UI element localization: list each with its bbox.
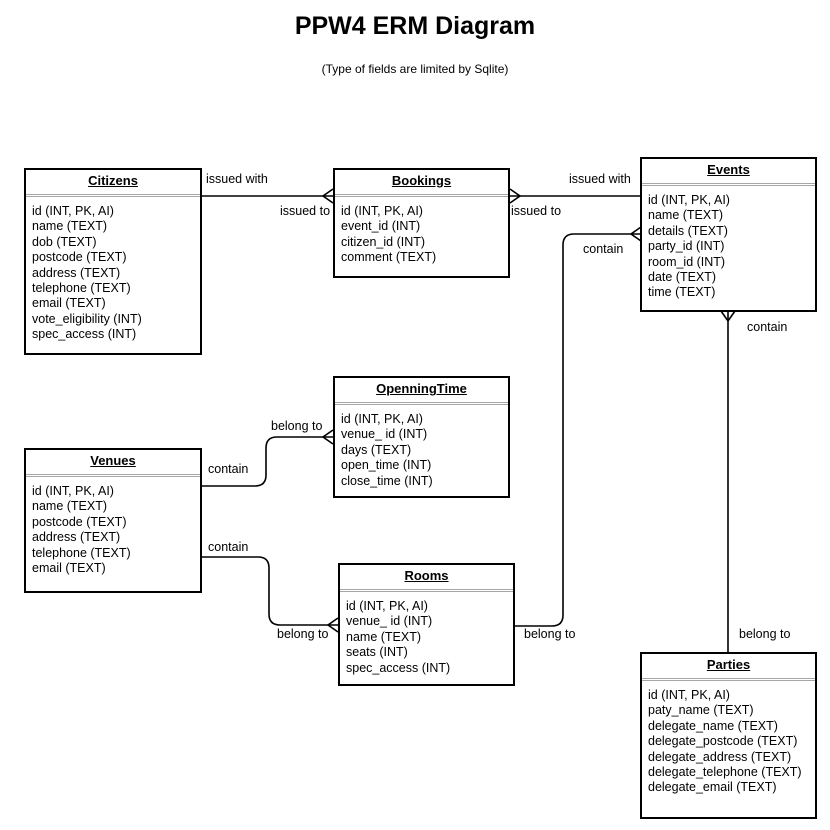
label-citizens-bookings-to: issued to: [280, 204, 331, 218]
entity-field: telephone (TEXT): [32, 281, 131, 296]
entity-field: days (TEXT): [341, 442, 412, 457]
entity-field: id (INT, PK, AI): [341, 204, 423, 218]
entity-events-fields: id (INT, PK, AI)name (TEXT)details (TEXT…: [642, 186, 815, 301]
entity-events-name: Events: [642, 159, 815, 186]
entity-openningtime: OpenningTime id (INT, PK, AI)venue_ id (…: [333, 376, 510, 498]
label-events-bookings-to: issued to: [511, 204, 562, 218]
entity-field: delegate_telephone (TEXT): [648, 765, 802, 780]
label-events-parties-to: belong to: [739, 627, 791, 641]
label-venues-rooms-to: belong to: [277, 627, 329, 641]
label-rooms-events-to: contain: [583, 242, 624, 256]
entity-field: name (TEXT): [32, 499, 108, 514]
entity-field: id (INT, PK, AI): [648, 193, 730, 207]
entity-citizens-fields: id (INT, PK, AI)name (TEXT)dob (TEXT)pos…: [26, 197, 200, 343]
entity-field: spec_access (INT): [32, 327, 137, 342]
entity-parties-name: Parties: [642, 654, 815, 681]
entity-field: vote_eligibility (INT): [32, 311, 142, 326]
entity-field: close_time (INT): [341, 473, 433, 488]
entity-field: room_id (INT): [648, 254, 726, 269]
entity-field: name (TEXT): [648, 208, 724, 223]
entity-field: email (TEXT): [32, 561, 106, 576]
entity-citizens: Citizens id (INT, PK, AI)name (TEXT)dob …: [24, 168, 202, 355]
diagram-title: PPW4 ERM Diagram: [294, 12, 536, 40]
entity-field: date (TEXT): [648, 270, 717, 285]
entity-field: venue_ id (INT): [341, 427, 428, 442]
entity-field: address (TEXT): [32, 530, 121, 545]
entity-events: Events id (INT, PK, AI)name (TEXT)detail…: [640, 157, 817, 312]
link-rooms-events: [514, 233, 641, 627]
entity-field: citizen_id (INT): [341, 234, 426, 249]
entity-field: delegate_address (TEXT): [648, 749, 792, 764]
entity-field: name (TEXT): [32, 219, 108, 234]
entity-rooms-fields: id (INT, PK, AI)venue_ id (INT)name (TEX…: [340, 592, 513, 676]
entity-field: name (TEXT): [346, 629, 422, 644]
entity-field: event_id (INT): [341, 219, 421, 234]
entity-citizens-name: Citizens: [26, 170, 200, 197]
label-rooms-events-from: belong to: [524, 627, 576, 641]
label-venues-openning-from: contain: [208, 462, 249, 476]
crowfoot-events-bottom: [720, 310, 736, 323]
entity-field: id (INT, PK, AI): [32, 204, 114, 218]
entity-field: address (TEXT): [32, 265, 121, 280]
entity-field: delegate_name (TEXT): [648, 718, 778, 733]
diagram-subtitle: (Type of fields are limited by Sqlite): [321, 62, 509, 76]
entity-parties: Parties id (INT, PK, AI)paty_name (TEXT)…: [640, 652, 817, 819]
entity-bookings-fields: id (INT, PK, AI)event_id (INT)citizen_id…: [335, 197, 508, 266]
link-venues-openningtime: [202, 436, 333, 487]
entity-field: open_time (INT): [341, 458, 432, 473]
entity-field: postcode (TEXT): [32, 514, 127, 529]
entity-parties-fields: id (INT, PK, AI)paty_name (TEXT)delegate…: [642, 681, 815, 796]
entity-field: id (INT, PK, AI): [648, 688, 730, 702]
entity-field: party_id (INT): [648, 239, 725, 254]
crowfoot-rooms-left: [326, 617, 339, 633]
label-venues-openning-to: belong to: [271, 419, 323, 433]
label-events-parties-from: contain: [747, 320, 788, 334]
crowfoot-bookings-left: [321, 188, 334, 204]
crowfoot-events-left: [629, 226, 642, 242]
entity-field: id (INT, PK, AI): [346, 599, 428, 613]
entity-field: id (INT, PK, AI): [341, 412, 423, 426]
entity-rooms: Rooms id (INT, PK, AI)venue_ id (INT)nam…: [338, 563, 515, 686]
entity-openningtime-name: OpenningTime: [335, 378, 508, 405]
entity-field: id (INT, PK, AI): [32, 484, 114, 498]
entity-field: details (TEXT): [648, 223, 728, 238]
entity-venues-fields: id (INT, PK, AI)name (TEXT)postcode (TEX…: [26, 477, 200, 576]
entity-field: seats (INT): [346, 645, 408, 660]
entity-field: spec_access (INT): [346, 660, 451, 675]
label-citizens-bookings-from: issued with: [206, 172, 268, 186]
entity-rooms-name: Rooms: [340, 565, 513, 592]
entity-openningtime-fields: id (INT, PK, AI)venue_ id (INT)days (TEX…: [335, 405, 508, 489]
entity-field: time (TEXT): [648, 285, 716, 300]
label-events-bookings-from: issued with: [569, 172, 631, 186]
entity-field: delegate_email (TEXT): [648, 780, 777, 795]
crowfoot-openningtime-left: [321, 429, 334, 445]
entity-field: postcode (TEXT): [32, 250, 127, 265]
entity-field: paty_name (TEXT): [648, 703, 754, 718]
entity-field: dob (TEXT): [32, 234, 97, 249]
crowfoot-bookings-right: [509, 188, 522, 204]
label-venues-rooms-from: contain: [208, 540, 249, 554]
entity-bookings-name: Bookings: [335, 170, 508, 197]
entity-field: venue_ id (INT): [346, 614, 433, 629]
entity-field: delegate_postcode (TEXT): [648, 734, 798, 749]
entity-field: telephone (TEXT): [32, 545, 131, 560]
link-venues-rooms: [202, 556, 338, 626]
entity-field: email (TEXT): [32, 296, 106, 311]
entity-venues-name: Venues: [26, 450, 200, 477]
entity-bookings: Bookings id (INT, PK, AI)event_id (INT)c…: [333, 168, 510, 278]
entity-venues: Venues id (INT, PK, AI)name (TEXT)postco…: [24, 448, 202, 593]
entity-field: comment (TEXT): [341, 250, 437, 265]
